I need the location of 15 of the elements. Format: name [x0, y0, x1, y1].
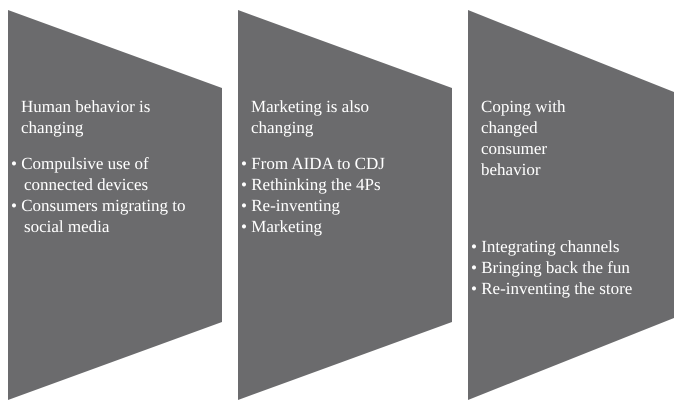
chevron-panel: [8, 10, 222, 400]
heading: Coping with changed consumer behavior: [481, 96, 567, 180]
bullet-item: • Re-inventing the store: [471, 278, 634, 299]
chevron-panel: [238, 10, 452, 400]
bullet-item: • Compulsive use of connected devices: [11, 153, 150, 195]
bullet-item: • Bringing back the fun: [471, 257, 631, 278]
bullet-item: • Rethinking the 4Ps: [241, 174, 382, 195]
heading: Marketing is also changing: [251, 96, 370, 138]
chevron-panel: [468, 10, 674, 400]
bullet-item: • Re-inventing: [241, 195, 341, 216]
bullet-item: • Integrating channels: [471, 236, 621, 257]
bullet-item: • Consumers migrating to social media: [11, 195, 187, 237]
heading: Human behavior is changing: [21, 96, 152, 138]
bullet-item: • From AIDA to CDJ: [241, 153, 386, 174]
bullet-item: • Marketing: [241, 216, 324, 237]
